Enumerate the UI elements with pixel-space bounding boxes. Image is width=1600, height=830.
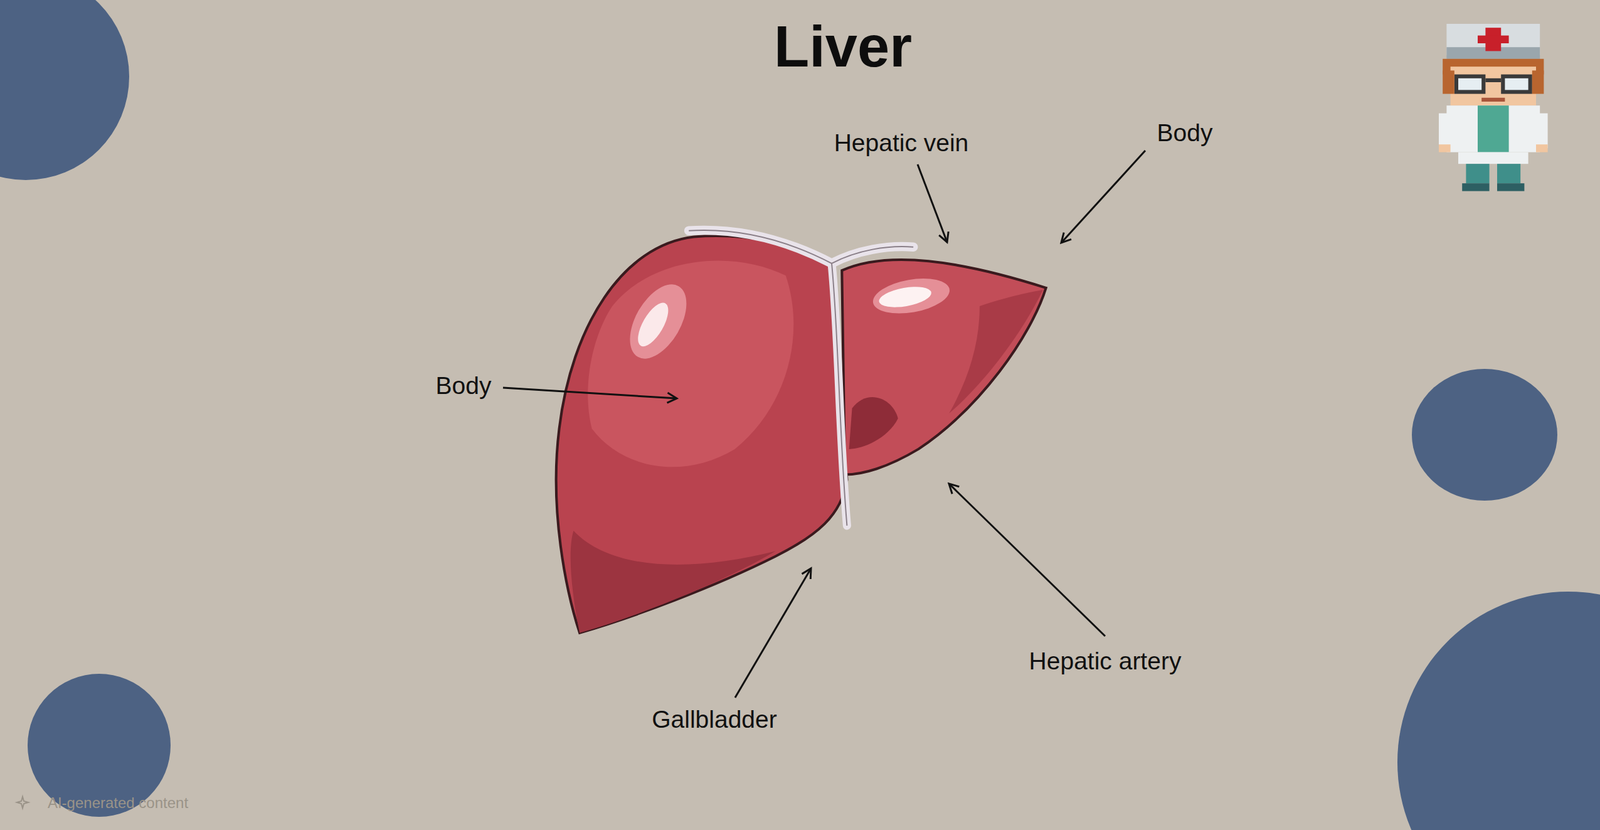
- part-label: Gallbladder: [651, 705, 777, 734]
- part-label: Body: [435, 371, 492, 400]
- part-label: Hepatic vein: [834, 129, 970, 157]
- watermark-icon: [16, 796, 29, 808]
- doctor-icon: [1438, 23, 1548, 192]
- liver-organ: [556, 230, 1047, 633]
- leader-lines: [503, 150, 1146, 698]
- part-label: Body: [1157, 119, 1214, 147]
- watermark: AI-generated content: [47, 794, 189, 812]
- part-label: Hepatic artery: [1029, 647, 1182, 675]
- page-title: Liver: [773, 13, 912, 80]
